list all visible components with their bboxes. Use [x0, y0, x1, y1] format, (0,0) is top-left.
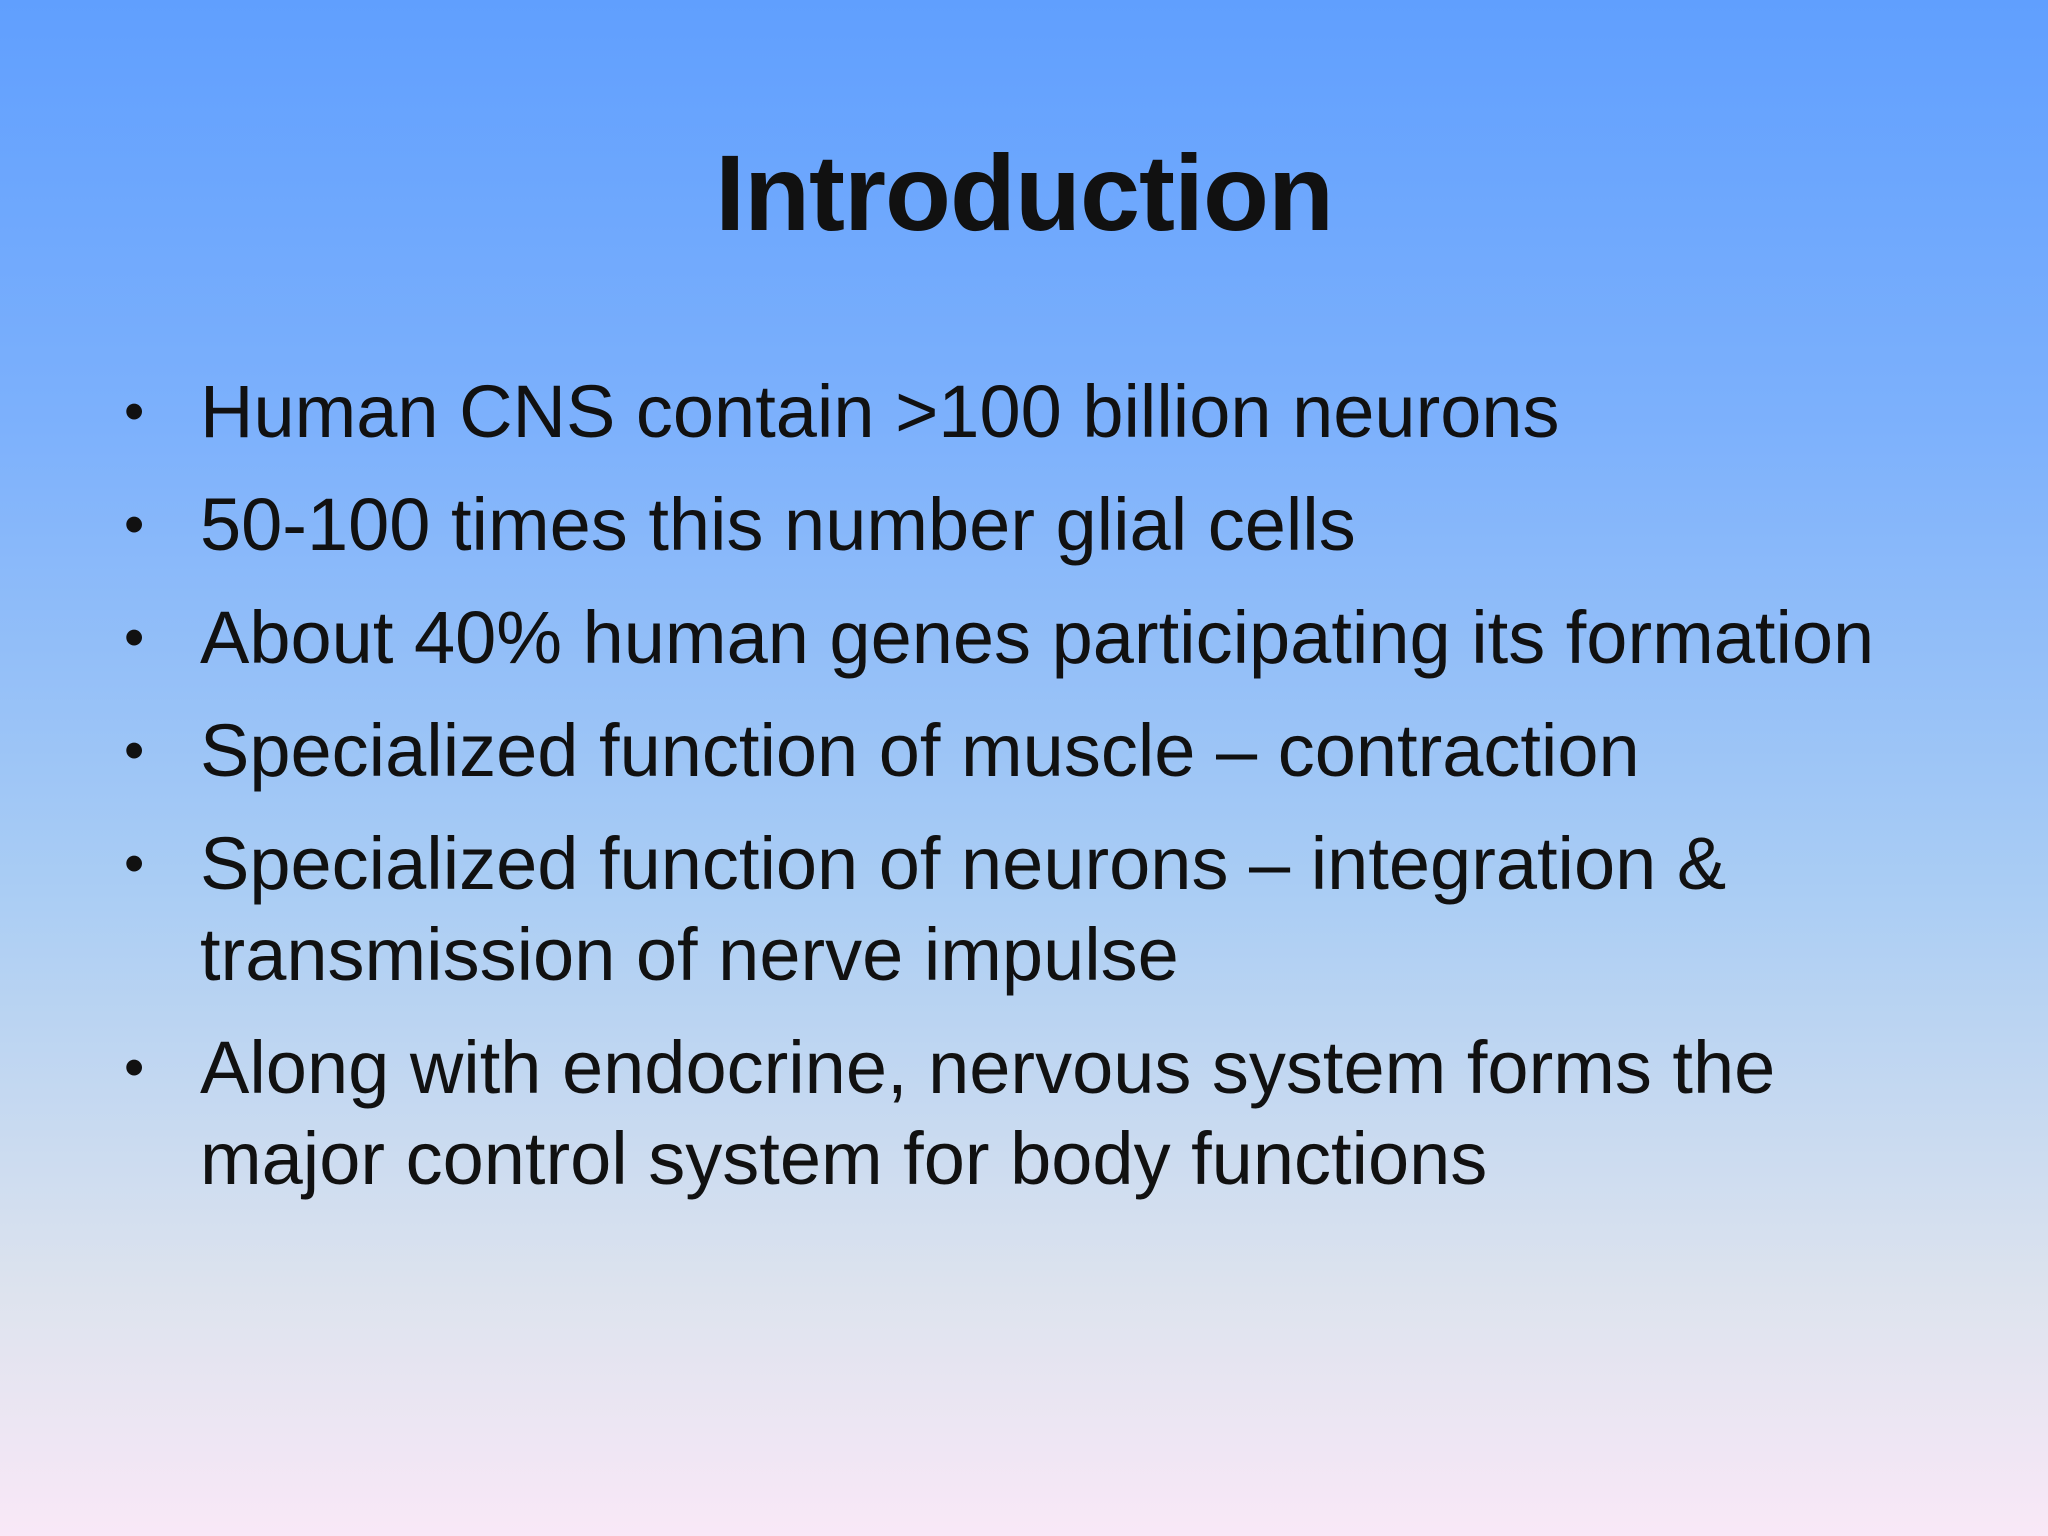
bullet-icon: • — [124, 718, 145, 783]
slide-title: Introduction — [715, 132, 1334, 253]
bullet-item: • 50-100 times this number glial cells — [120, 479, 1940, 570]
bullet-icon: • — [124, 1035, 145, 1100]
bullet-text: 50-100 times this number glial cells — [200, 483, 1356, 566]
bullet-icon: • — [124, 492, 145, 557]
bullet-text: Along with endocrine, nervous system for… — [200, 1026, 1776, 1200]
bullet-list: • Human CNS contain >100 billion neurons… — [120, 366, 1940, 1226]
bullet-text: About 40% human genes participating its … — [200, 596, 1875, 679]
bullet-item: • About 40% human genes participating it… — [120, 592, 1940, 683]
bullet-text: Specialized function of muscle – contrac… — [200, 709, 1640, 792]
bullet-item: • Specialized function of muscle – contr… — [120, 705, 1940, 796]
bullet-text: Human CNS contain >100 billion neurons — [200, 370, 1560, 453]
bullet-icon: • — [124, 605, 145, 670]
bullet-text: Specialized function of neurons – integr… — [200, 822, 1727, 996]
bullet-icon: • — [124, 831, 145, 896]
bullet-icon: • — [124, 379, 145, 444]
bullet-item: • Along with endocrine, nervous system f… — [120, 1022, 1940, 1204]
bullet-item: • Human CNS contain >100 billion neurons — [120, 366, 1940, 457]
bullet-item: • Specialized function of neurons – inte… — [120, 818, 1940, 1000]
